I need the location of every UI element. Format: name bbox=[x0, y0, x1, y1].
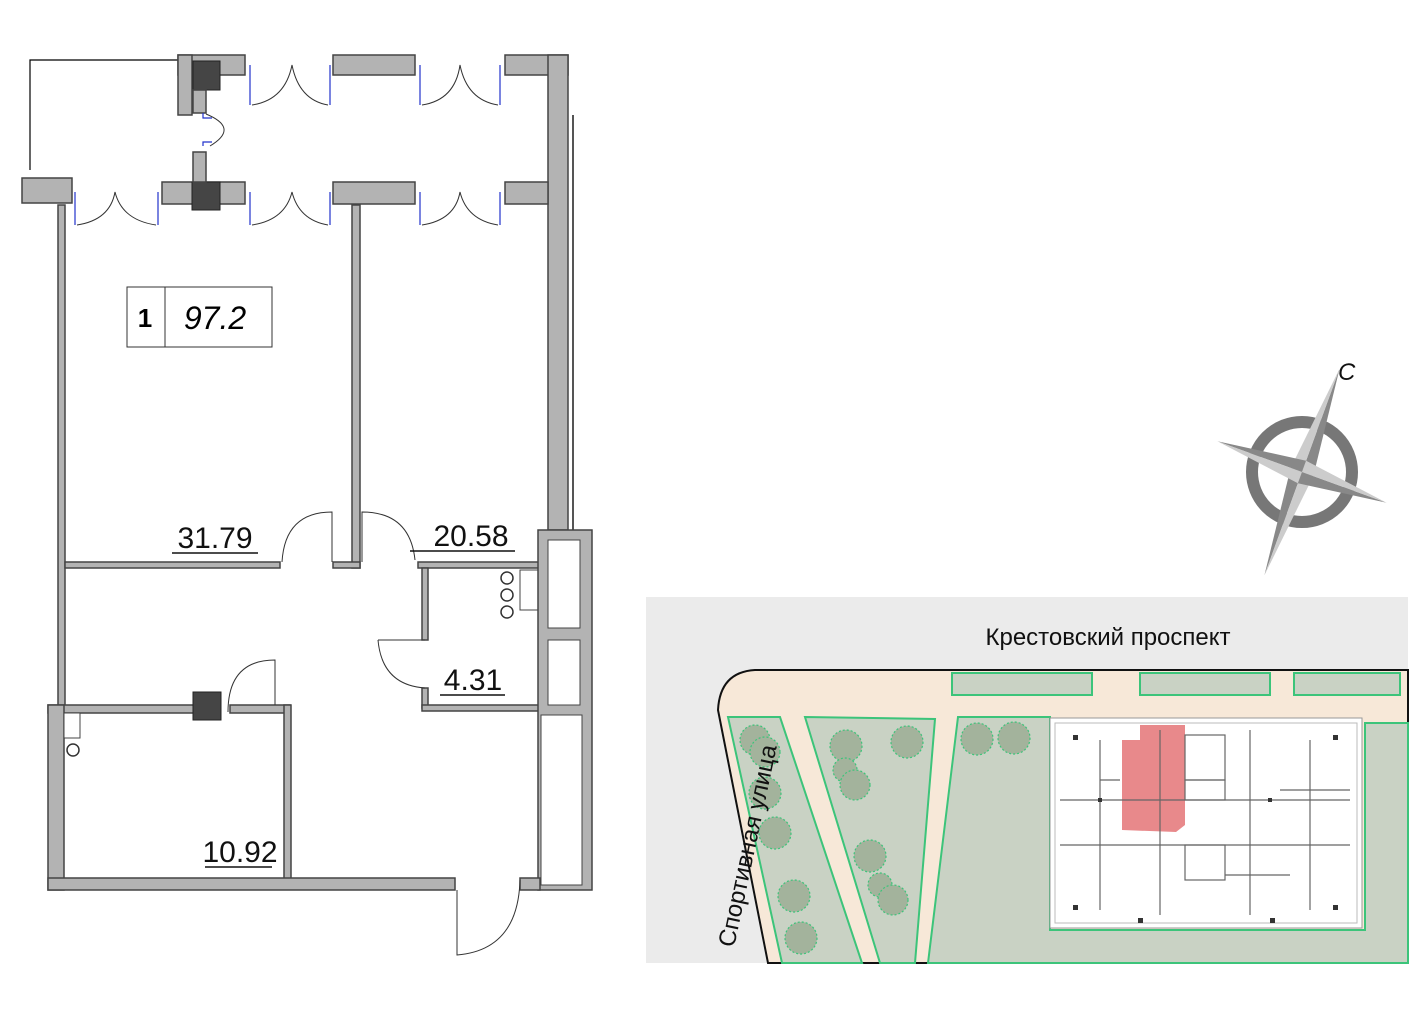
wall bbox=[57, 204, 66, 711]
wall bbox=[283, 704, 292, 881]
apartment-highlight bbox=[1122, 725, 1185, 832]
room-area-label: 20.58 bbox=[433, 520, 508, 553]
room-area-label: 31.79 bbox=[177, 522, 252, 555]
wall bbox=[519, 877, 541, 891]
wall bbox=[229, 704, 291, 714]
riser-pipes bbox=[500, 571, 514, 619]
wall bbox=[351, 204, 361, 569]
facade-wall-right bbox=[547, 54, 569, 531]
site-plan: Крестовский проспект Спортивная улица bbox=[646, 597, 1409, 964]
north-label: С bbox=[1338, 359, 1356, 386]
wall bbox=[47, 704, 65, 891]
apartment-total-area: 97.2 bbox=[184, 300, 246, 336]
room-area-label: 10.92 bbox=[202, 836, 277, 869]
street-label-top: Крестовский проспект bbox=[985, 624, 1230, 651]
apartment-number: 1 bbox=[138, 303, 152, 333]
wall bbox=[47, 877, 456, 891]
wall bbox=[421, 567, 429, 641]
room-area-label: 4.31 bbox=[444, 664, 502, 697]
wall bbox=[47, 704, 199, 714]
trees bbox=[739, 721, 1031, 955]
wall bbox=[177, 54, 193, 116]
apartment-floor-plan: 1 97.2 31.79 20.58 4.31 10.92 bbox=[21, 54, 593, 956]
compass-rose-icon: С bbox=[1217, 359, 1387, 576]
wall bbox=[504, 181, 549, 205]
terrace-outline bbox=[29, 59, 180, 170]
column bbox=[192, 691, 222, 721]
wall bbox=[192, 151, 207, 183]
apartment-label: 1 97.2 bbox=[126, 286, 273, 348]
wall bbox=[332, 561, 361, 569]
wall bbox=[332, 54, 416, 76]
column bbox=[191, 181, 221, 211]
wall bbox=[421, 704, 541, 712]
wall bbox=[64, 561, 281, 569]
wall bbox=[192, 89, 207, 114]
balcony-doors bbox=[74, 64, 501, 226]
building-footprint bbox=[1049, 717, 1363, 929]
wall bbox=[417, 561, 541, 569]
wall bbox=[332, 181, 416, 205]
column bbox=[192, 60, 221, 91]
wall bbox=[21, 177, 73, 204]
